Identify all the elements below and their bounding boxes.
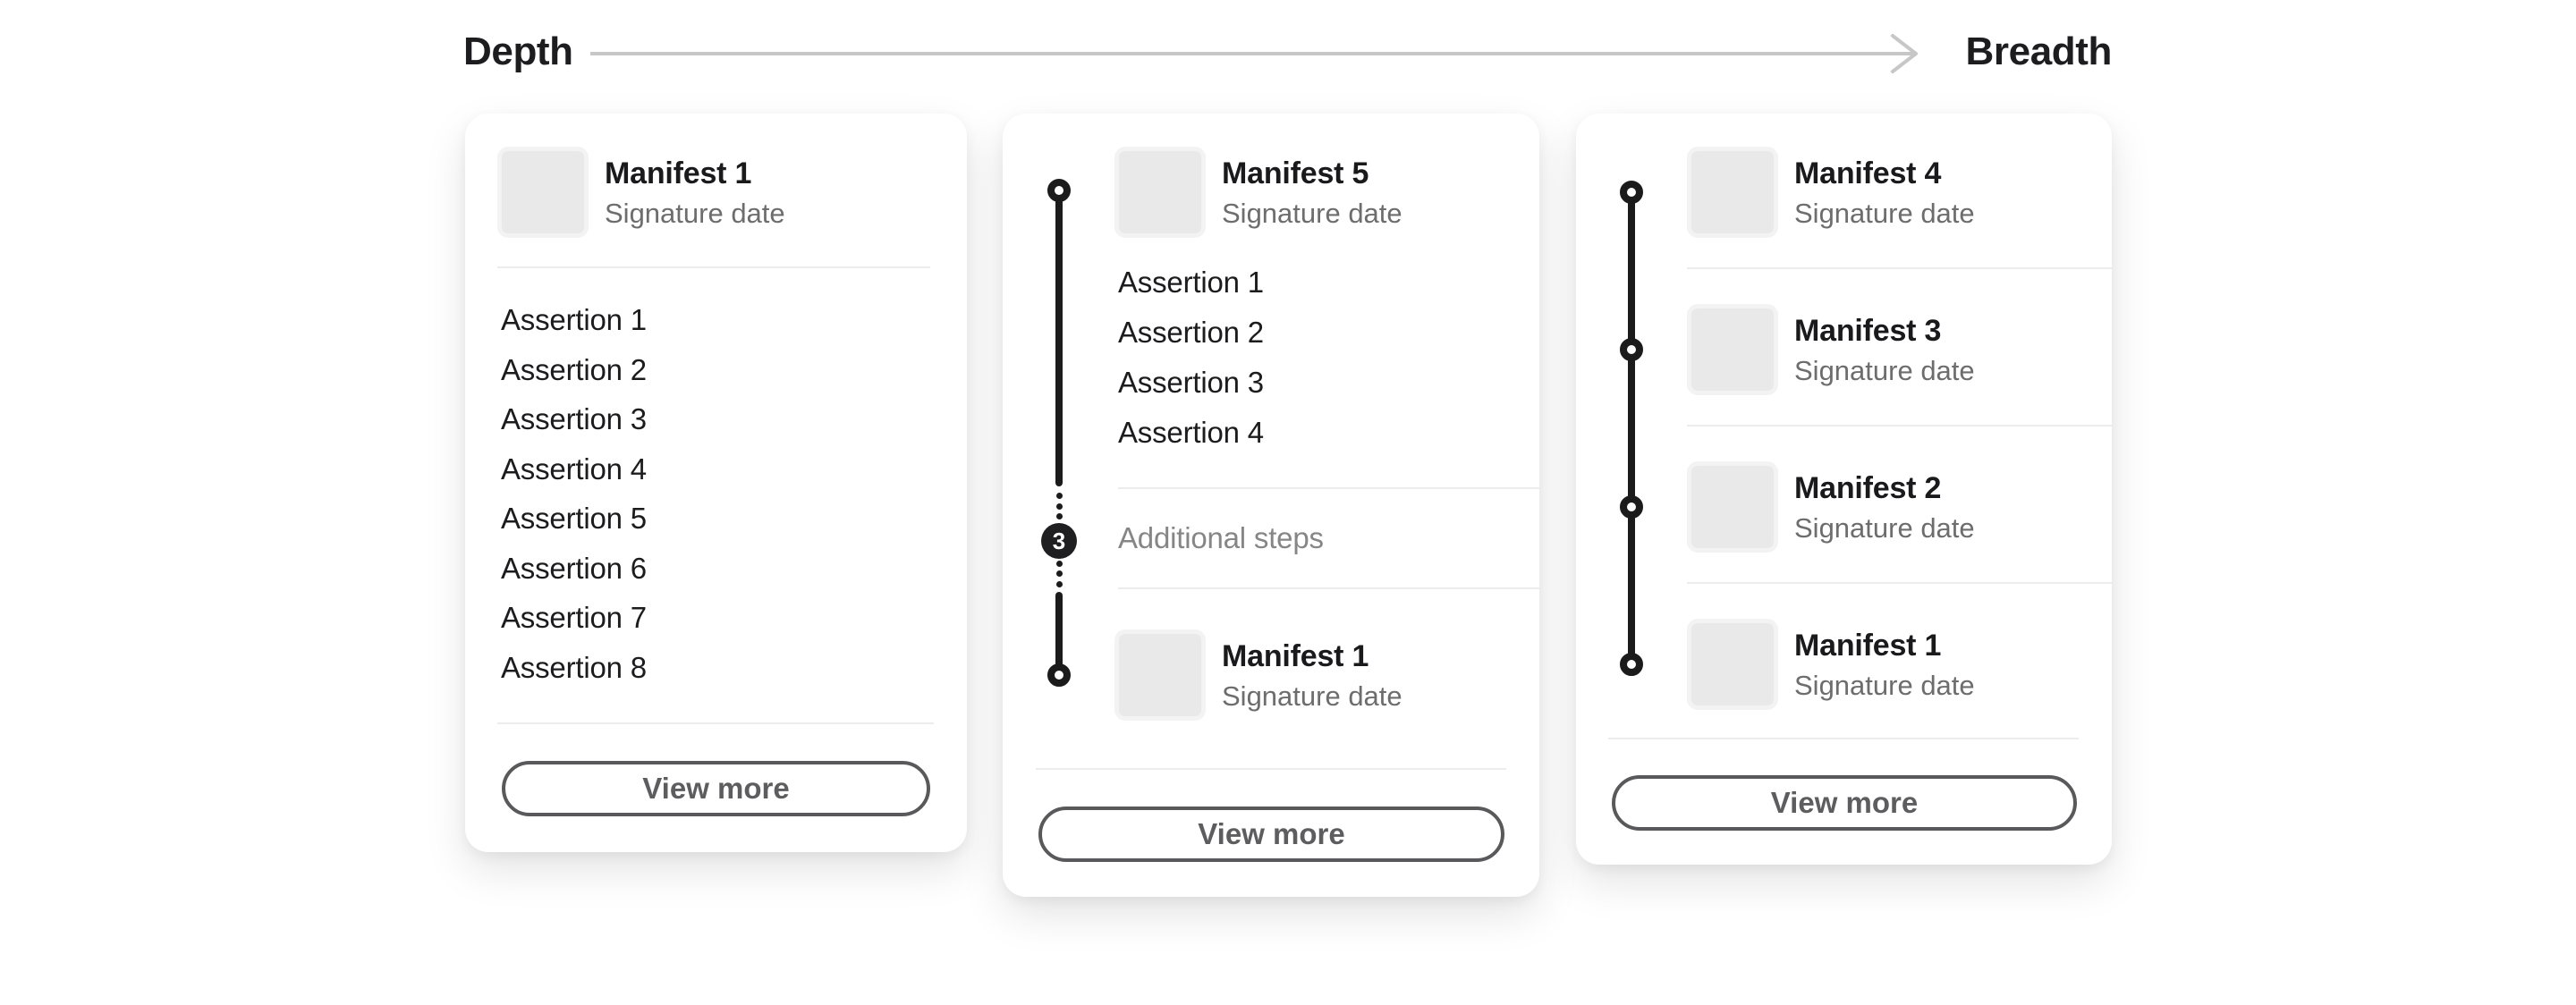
timeline-node [1620, 495, 1643, 519]
assertion-item: Assertion 5 [501, 502, 647, 535]
assertion-item: Assertion 7 [501, 601, 647, 634]
timeline-dot [1056, 581, 1063, 587]
timeline-node [1620, 338, 1643, 361]
divider [1687, 582, 2112, 584]
manifest-entry: Manifest 3 Signature date [1794, 304, 1975, 395]
divider [1036, 768, 1506, 770]
manifest-signature-date: Signature date [1794, 669, 1975, 701]
manifest-thumbnail [1687, 619, 1778, 710]
view-more-button[interactable]: View more [502, 761, 930, 816]
timeline-node [1620, 653, 1643, 676]
additional-steps-label: Additional steps [1118, 521, 1324, 554]
timeline-dot [1056, 570, 1063, 577]
timeline-node [1620, 181, 1643, 204]
manifest-title: Manifest 5 [1222, 156, 1369, 190]
assertion-item: Assertion 2 [1118, 316, 1264, 349]
divider [1118, 487, 1539, 489]
assertion-list: Assertion 1 Assertion 2 Assertion 3 Asse… [1118, 258, 1264, 458]
assertion-item: Assertion 3 [501, 402, 647, 435]
assertion-item: Assertion 1 [501, 303, 647, 336]
timeline-dot [1056, 503, 1063, 510]
timeline-line [1055, 198, 1063, 486]
manifest-thumbnail [497, 147, 589, 238]
manifest-entry: Manifest 2 Signature date [1794, 461, 1975, 553]
manifest-entry: Manifest 5 Signature date [1222, 147, 1402, 238]
view-more-button[interactable]: View more [1038, 807, 1504, 862]
manifest-signature-date: Signature date [1222, 680, 1402, 712]
manifest-entry: Manifest 1 Signature date [605, 147, 785, 238]
assertion-list: Assertion 1 Assertion 2 Assertion 3 Asse… [501, 295, 647, 692]
manifest-thumbnail [1114, 147, 1206, 238]
manifest-signature-date: Signature date [1222, 197, 1402, 229]
assertion-item: Assertion 6 [501, 551, 647, 585]
manifest-thumbnail [1687, 304, 1778, 395]
timeline-dot [1056, 561, 1063, 567]
manifest-title: Manifest 1 [1222, 638, 1369, 673]
manifest-title: Manifest 3 [1794, 313, 1942, 348]
collapsed-timeline-card: 3 Manifest 5 Signature date Assertion 1 … [1003, 114, 1539, 897]
manifest-entry: Manifest 4 Signature date [1794, 147, 1975, 238]
assertion-item: Assertion 4 [1118, 416, 1264, 449]
manifest-signature-date: Signature date [1794, 511, 1975, 544]
depth-label: Depth [463, 30, 573, 73]
timeline-line [1628, 192, 1635, 664]
assertion-item: Assertion 4 [501, 452, 647, 486]
manifest-signature-date: Signature date [605, 197, 785, 229]
manifest-thumbnail [1687, 147, 1778, 238]
depth-card: Manifest 1 Signature date Assertion 1 As… [465, 114, 967, 852]
assertion-item: Assertion 3 [1118, 366, 1264, 399]
assertion-item: Assertion 1 [1118, 266, 1264, 299]
collapsed-steps-badge: 3 [1041, 523, 1077, 559]
breadth-label: Breadth [1965, 30, 2113, 73]
manifest-thumbnail [1114, 629, 1206, 721]
manifest-signature-date: Signature date [1794, 197, 1975, 229]
timeline-dot [1056, 493, 1063, 499]
assertion-item: Assertion 8 [501, 650, 647, 684]
manifest-entry: Manifest 1 Signature date [1222, 629, 1402, 721]
timeline-line [1055, 592, 1063, 676]
manifest-entry: Manifest 1 Signature date [1794, 619, 1975, 710]
view-more-button[interactable]: View more [1612, 775, 2077, 831]
divider [497, 722, 934, 724]
divider [1118, 587, 1539, 589]
manifest-title: Manifest 1 [605, 156, 752, 190]
divider [1687, 267, 2112, 269]
manifest-thumbnail [1687, 461, 1778, 553]
divider [1608, 738, 2079, 739]
manifest-signature-date: Signature date [1794, 354, 1975, 386]
manifest-title: Manifest 1 [1794, 628, 1942, 663]
manifest-title: Manifest 4 [1794, 156, 1942, 190]
timeline-dot [1056, 513, 1063, 519]
arrow-right-icon [590, 34, 1918, 73]
manifest-title: Manifest 2 [1794, 470, 1942, 505]
timeline-node [1047, 663, 1071, 687]
breadth-card: Manifest 4 Signature date Manifest 3 Sig… [1576, 114, 2112, 865]
assertion-item: Assertion 2 [501, 352, 647, 386]
divider [497, 266, 930, 268]
divider [1687, 425, 2112, 426]
